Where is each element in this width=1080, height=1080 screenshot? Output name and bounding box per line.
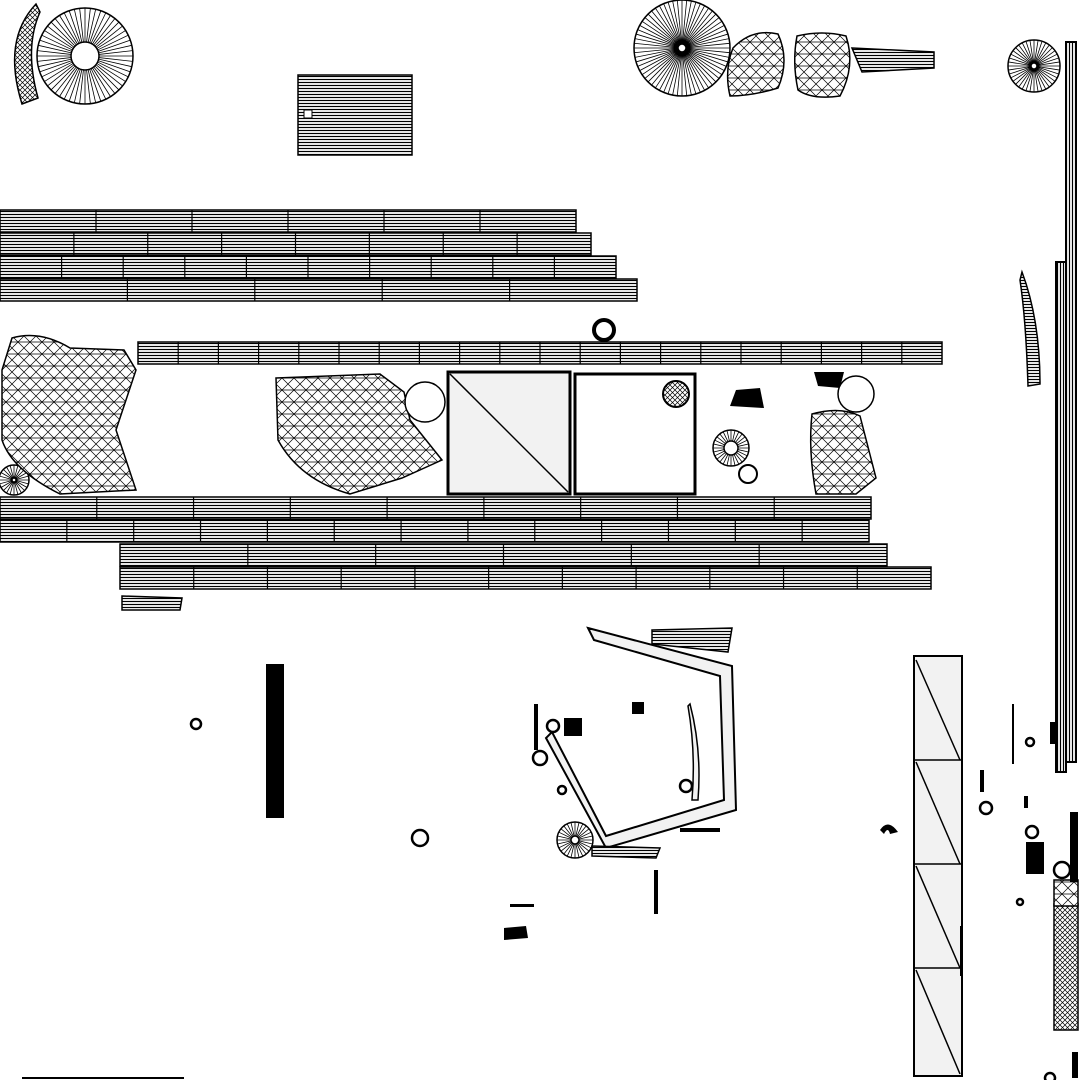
tiny-ring-part [531, 749, 549, 767]
tiny-ring-part [556, 784, 568, 796]
fan-island-right [275, 373, 444, 495]
vertical-strip-4 [1053, 903, 1079, 1031]
vertical-strip-3 [266, 664, 284, 818]
tiny-ring-part [545, 718, 561, 734]
strip-island [0, 519, 870, 543]
strip-island [0, 232, 592, 256]
wedge-part-2 [814, 372, 844, 388]
cup-island-mid [809, 409, 877, 495]
tiny-bar-part [680, 828, 720, 832]
tiny-ring-part [189, 717, 203, 731]
tiny-ring-part [1015, 897, 1025, 907]
tiny-ring-part [978, 800, 994, 816]
tiny-bar-part [510, 904, 534, 907]
tiny-bar-part [534, 704, 538, 750]
wheel-island [36, 7, 134, 105]
handle-island-top [850, 47, 935, 73]
block-island [297, 74, 413, 156]
tiny-bar-part [1050, 722, 1056, 744]
poly-part [404, 381, 446, 423]
vertical-strip-1 [1065, 41, 1077, 763]
quad-panel-left [446, 370, 572, 496]
tiny-hook-part [880, 824, 898, 834]
cup-island-left [726, 31, 785, 97]
tiny-line-part [960, 926, 963, 976]
tiny-bar-part [564, 718, 582, 736]
tiny-block-part [504, 926, 528, 940]
wheel-island [0, 464, 30, 496]
frame-cap [651, 627, 733, 653]
wheel-island [556, 821, 594, 859]
tiny-bar-part [632, 702, 644, 714]
vertical-panel [913, 655, 963, 1077]
tiny-bar-part [1070, 812, 1078, 882]
tiny-ring-part [1024, 736, 1036, 748]
block-island-notch [303, 109, 313, 119]
cup-island-right [794, 32, 851, 98]
strip-island [0, 278, 638, 302]
tiny-ring-part [1024, 824, 1040, 840]
tiny-bar-part [1072, 1052, 1078, 1078]
curved-vertical-strip [1019, 269, 1041, 387]
tiny-bar-part [980, 770, 984, 792]
tiny-bar-part [1024, 796, 1028, 808]
tiny-part-group [189, 702, 1078, 1080]
strip-island [119, 543, 888, 567]
strip-island [137, 341, 943, 365]
poly-part-2 [837, 375, 875, 413]
square-part [1053, 879, 1079, 907]
tiny-ring-part [1043, 1071, 1057, 1080]
ring-part-2 [592, 318, 616, 342]
round-part [662, 380, 690, 408]
fan-island-left [1, 334, 138, 495]
tiny-ring-part [678, 778, 694, 794]
tiny-bar-part [1026, 842, 1044, 874]
arc-island [13, 2, 41, 105]
wheel-islands [0, 0, 1061, 859]
wheel-island [712, 429, 750, 467]
wheel-island [1007, 39, 1061, 93]
tiny-curve-part [687, 702, 700, 801]
ring-part [738, 464, 758, 484]
curved-strip [121, 595, 183, 611]
strip-island [0, 496, 872, 520]
tiny-bar-part [654, 870, 658, 914]
wedge-part [730, 388, 764, 408]
frame-island [544, 626, 738, 850]
strip-islands [0, 209, 943, 590]
vertical-strip-2 [1055, 261, 1067, 773]
wheel-island [633, 0, 731, 97]
tiny-ring-part [1052, 860, 1072, 880]
vertical-panel-dividers [914, 659, 962, 1075]
strip-island [0, 255, 617, 279]
strip-island [0, 209, 577, 233]
strip-island [119, 566, 932, 590]
tiny-ring-part [410, 828, 430, 848]
tiny-line-part [1012, 704, 1014, 764]
tiny-strip-part [591, 845, 662, 859]
